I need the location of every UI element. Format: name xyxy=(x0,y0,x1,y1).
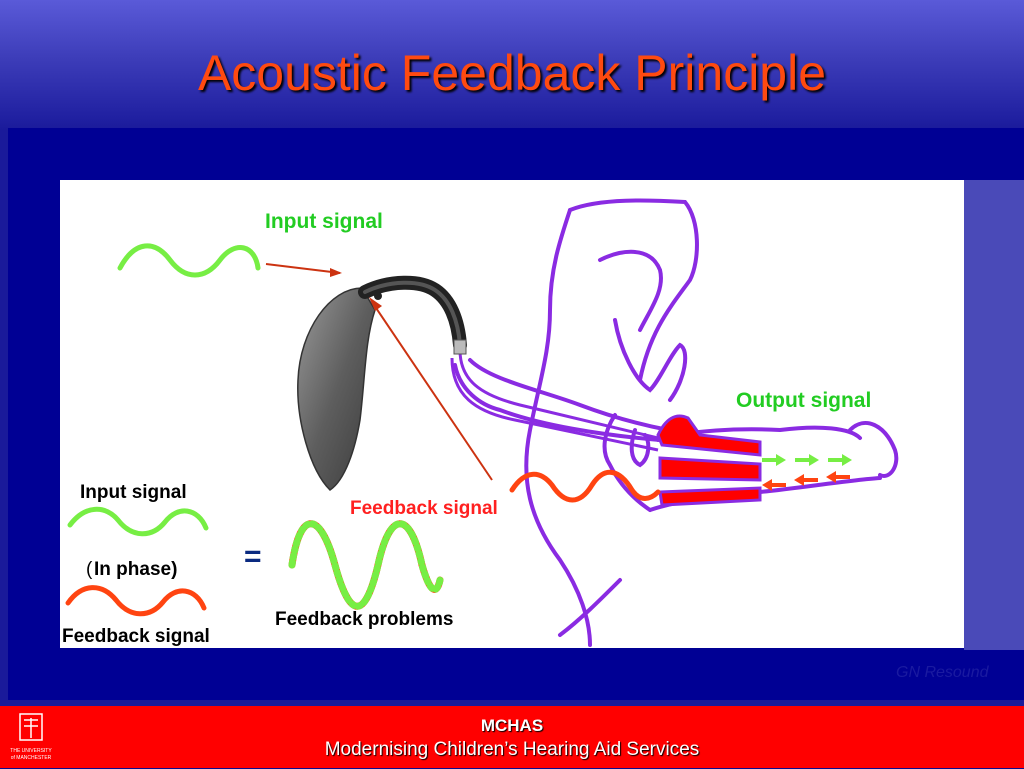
university-logo: THE UNIVERSITY of MANCHESTER xyxy=(6,710,56,764)
tubing-inner-icon xyxy=(450,357,659,452)
input-arrowhead-icon xyxy=(330,268,342,277)
footer-subtitle: Modernising Children’s Hearing Aid Servi… xyxy=(324,739,700,760)
credit-text: GN Resound xyxy=(896,664,989,681)
feedback-signal-left-label: Feedback signal xyxy=(62,626,210,647)
feedback-wave-left-icon xyxy=(65,585,207,617)
university-crest-icon: THE UNIVERSITY of MANCHESTER xyxy=(10,713,52,761)
side-strip xyxy=(964,180,1024,650)
input-signal-top-label: Input signal xyxy=(265,210,383,233)
feedback-wave-center-icon xyxy=(509,470,661,503)
feedback-problems-label: Feedback problems xyxy=(275,609,454,630)
input-signal-left-label: Input signal xyxy=(80,482,187,503)
combined-wave-icon xyxy=(288,520,444,610)
slide-title: Acoustic Feedback Principle xyxy=(197,45,827,101)
logo-line-1: THE UNIVERSITY xyxy=(10,748,52,754)
equals-sign: = xyxy=(244,540,262,573)
input-wave-top-icon xyxy=(117,243,261,278)
output-arrows-icon xyxy=(762,454,852,466)
in-phase-paren: ( xyxy=(86,559,93,580)
feedback-arrowhead-icon xyxy=(369,297,382,311)
footer-org: MCHAS xyxy=(480,716,544,735)
output-signal-label: Output signal xyxy=(736,389,872,412)
hook-tip-icon xyxy=(453,339,467,355)
feedback-signal-center-label: Feedback signal xyxy=(350,498,498,519)
diagram-canvas xyxy=(65,198,899,647)
feedback-arrows-icon xyxy=(762,471,850,491)
logo-line-2: of MANCHESTER xyxy=(11,755,52,761)
feedback-path-arrow-icon xyxy=(371,301,493,481)
input-arrow-icon xyxy=(265,263,341,274)
earmould-icon xyxy=(656,414,762,507)
input-wave-left-icon xyxy=(67,506,209,537)
feedback-diagram: Input signal Output signal Feedback sign… xyxy=(60,180,964,648)
tubing-icon xyxy=(458,349,659,440)
footer-bar: MCHAS Modernising Children’s Hearing Aid… xyxy=(0,706,1024,768)
hearing-aid-icon xyxy=(297,275,467,491)
in-phase-label: In phase) xyxy=(94,559,178,580)
